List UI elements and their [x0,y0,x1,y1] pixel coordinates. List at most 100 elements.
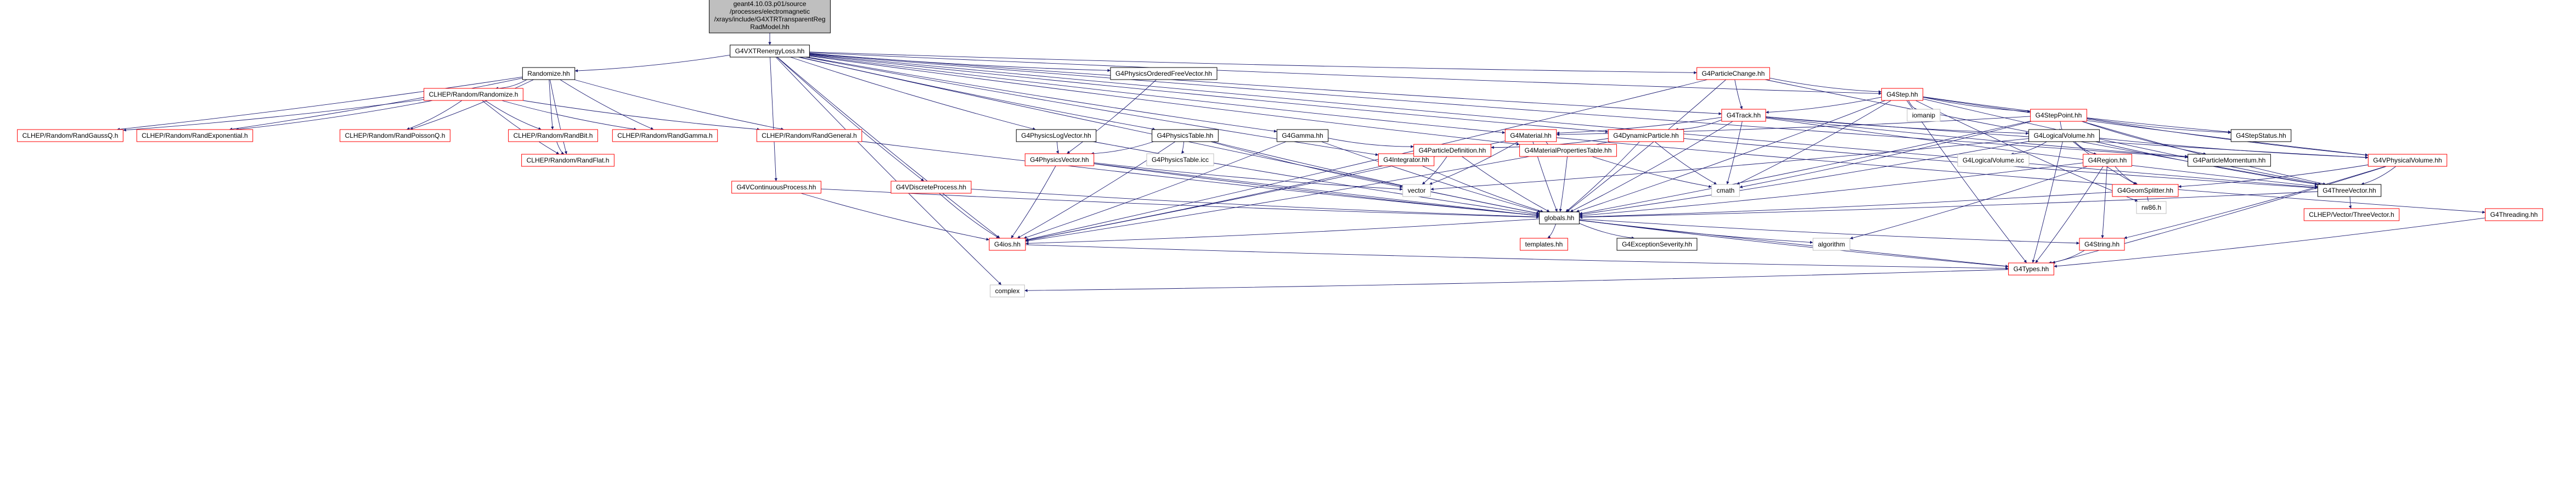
node-label: CLHEP/Random/RandPoissonQ.h [345,132,446,139]
node-box [756,129,863,142]
node-g4string[interactable]: G4String.hh [2079,238,2125,251]
node-algorithm[interactable]: algorithm [1812,238,1851,251]
edge-region-to-g4string [2101,166,2107,239]
edge-track-to-threevector [1766,117,2318,188]
node-physordvec[interactable]: G4PhysicsOrderedFreeVector.hh [1110,67,1217,80]
node-label: G4StepStatus.hh [2236,132,2286,139]
node-randgamma[interactable]: CLHEP/Random/RandGamma.h [612,129,718,142]
node-gauss[interactable]: CLHEP/Random/RandGaussQ.h [17,129,123,142]
node-templates[interactable]: templates.hh [1520,238,1568,251]
node-box [1016,129,1097,142]
edge-particledef-to-g4ios [1025,156,1424,242]
edge-xtr-to-discproc [776,57,925,182]
node-physvolume[interactable]: G4VPhysicalVolume.hh [2368,154,2448,167]
node-box [1110,67,1217,80]
node-steppoint[interactable]: G4StepPoint.hh [2030,109,2087,122]
node-box [1711,184,1740,197]
edge-g4string-to-g4types [2048,250,2085,265]
edge-xtr-to-partmomentum [809,53,2188,159]
node-label: CLHEP/Random/RandBit.h [514,132,593,139]
node-label: rw86.h [2141,204,2161,211]
node-clhep_randomize[interactable]: CLHEP/Random/Randomize.h [424,88,523,101]
node-g4ios[interactable]: G4ios.hh [989,238,1026,251]
node-clhep_threevector[interactable]: CLHEP/Vector/ThreeVector.h [2303,208,2400,221]
edge-randomize-to-clhep_randomize [495,79,527,90]
edge-randgeneral-to-globals [861,141,1540,217]
node-label: G4Region.hh [2088,156,2127,164]
node-box [521,154,615,167]
node-physlogvec[interactable]: G4PhysicsLogVector.hh [1016,129,1097,142]
node-particlechange[interactable]: G4ParticleChange.hh [1696,67,1770,80]
edge-xtr-to-phystable [799,57,1156,131]
node-label: CLHEP/Random/RandGaussQ.h [22,132,119,139]
node-randgeneral[interactable]: CLHEP/Random/RandGeneral.h [756,129,863,142]
node-box [1276,129,1329,142]
edge-discproc-to-globals [971,189,1540,218]
node-label: CLHEP/Vector/ThreeVector.h [2309,211,2394,218]
edge-region-to-globals [1579,162,2083,217]
edge-dynparticle-to-g4ios [1025,141,1611,243]
node-randbit[interactable]: CLHEP/Random/RandBit.h [508,129,598,142]
node-stepstatus[interactable]: G4StepStatus.hh [2230,129,2292,142]
node-logvol[interactable]: G4LogicalVolume.hh [2028,129,2100,142]
node-cmath[interactable]: cmath [1711,184,1740,197]
node-label: geant4.10.03.p01/source [734,0,807,8]
node-step[interactable]: G4Step.hh [1881,88,1924,101]
edge-logvol-to-logvol_icc [2010,141,2047,156]
edge-threading-to-g4types [2054,217,2485,268]
node-phystable[interactable]: G4PhysicsTable.hh [1152,129,1219,142]
node-discproc[interactable]: G4VDiscreteProcess.hh [890,181,972,194]
node-logvol_icc[interactable]: G4LogicalVolume.icc [1957,154,2030,167]
edge-particlechange-to-step [1769,77,1882,93]
node-box [2368,154,2448,167]
node-box [2030,109,2087,122]
node-xtr[interactable]: G4VXTRenergyLoss.hh [730,44,810,58]
node-matproptable[interactable]: G4MaterialPropertiesTable.hh [1519,144,1617,157]
node-poisson[interactable]: CLHEP/Random/RandPoissonQ.h [340,129,450,142]
edge-matproptable-to-globals [1559,156,1568,212]
node-label: vector [1408,187,1426,194]
node-g4types[interactable]: G4Types.hh [2008,262,2054,276]
node-dynparticle[interactable]: G4DynamicParticle.hh [1608,129,1684,142]
node-particledef[interactable]: G4ParticleDefinition.hh [1413,144,1491,157]
node-exponential[interactable]: CLHEP/Random/RandExponential.h [136,129,253,142]
node-iomanip[interactable]: iomanip [1907,109,1941,122]
node-partmomentum[interactable]: G4ParticleMomentum.hh [2188,154,2271,167]
node-box [1539,211,1580,225]
edge-randomize-to-poisson [410,79,534,130]
node-box [1881,88,1924,101]
node-physvector[interactable]: G4PhysicsVector.hh [1024,153,1095,166]
node-vector[interactable]: vector [1402,184,1431,197]
node-geomsplitter[interactable]: G4GeomSplitter.hh [2112,184,2179,197]
node-material[interactable]: G4Material.hh [1504,129,1557,142]
node-randflat[interactable]: CLHEP/Random/RandFlat.h [521,154,615,167]
node-box [508,129,598,142]
edge-clhep_randomize-to-exponential [235,100,433,131]
edge-logvol-to-vector [1430,138,2029,191]
edge-steppoint-to-logvol [2059,121,2063,132]
edge-steppoint-to-globals [1579,121,2031,215]
node-box [989,238,1026,251]
node-randomize[interactable]: Randomize.hh [522,67,576,80]
node-complex[interactable]: complex [990,284,1025,298]
edge-clhep_randomize-to-randgeneral [522,100,760,131]
node-label: G4VPhysicalVolume.hh [2373,156,2442,164]
node-gamma[interactable]: G4Gamma.hh [1276,129,1329,142]
node-box [612,129,718,142]
node-label: G4ParticleDefinition.hh [1419,147,1486,154]
node-threevector[interactable]: G4ThreeVector.hh [2317,184,2382,197]
node-phystable_icc[interactable]: G4PhysicsTable.icc [1146,153,1214,166]
node-label: G4Types.hh [2014,265,2049,273]
node-track[interactable]: G4Track.hh [1721,109,1766,122]
node-contproc[interactable]: G4VContinuousProcess.hh [731,181,821,194]
node-threading[interactable]: G4Threading.hh [2485,208,2543,221]
node-box [1152,129,1219,142]
node-exceptseverity[interactable]: G4ExceptionSeverity.hh [1616,238,1698,251]
node-region[interactable]: G4Region.hh [2083,154,2132,167]
edge-region-to-g4types [2035,166,2104,263]
node-label: algorithm [1818,240,1845,248]
node-globals[interactable]: globals.hh [1539,211,1580,225]
node-rw[interactable]: rw86.h [2136,201,2167,214]
